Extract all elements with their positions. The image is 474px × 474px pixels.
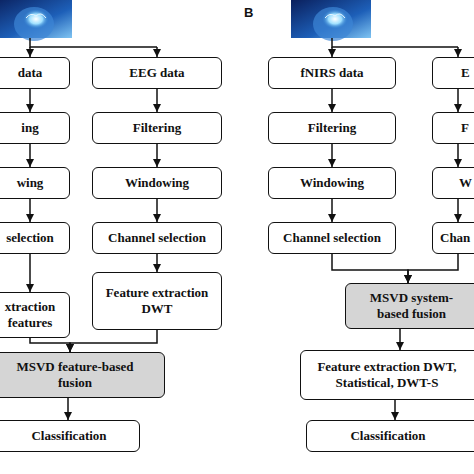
flow-arrow — [332, 254, 408, 283]
process-box: Classification — [306, 420, 474, 452]
process-box: xtraction features — [0, 292, 70, 338]
flow-arrow — [156, 254, 158, 272]
split-arrow — [156, 47, 158, 57]
box-label: ing — [21, 120, 38, 136]
flow-arrow — [331, 144, 333, 167]
box-label: Filtering — [133, 120, 181, 136]
process-box: Chan — [432, 222, 474, 254]
flow-arrow — [29, 199, 31, 222]
box-label: xtraction features — [0, 299, 65, 330]
split-line — [30, 38, 157, 47]
process-box: Classification — [0, 420, 140, 452]
process-box: Windowing — [92, 167, 222, 199]
head-silhouette — [313, 7, 353, 41]
box-label: Windowing — [125, 175, 189, 191]
box-label: wing — [17, 175, 44, 191]
process-box: Channel selection — [268, 222, 396, 254]
box-label: Channel selection — [108, 230, 206, 246]
box-label: Feature extraction DWT, Statistical, DWT… — [305, 359, 469, 390]
picture-background — [291, 0, 371, 38]
process-box: Windowing — [268, 167, 396, 199]
box-label: fNIRS data — [300, 65, 363, 81]
box-label: Classification — [31, 428, 106, 444]
flow-arrow — [29, 254, 31, 292]
box-label: data — [18, 65, 43, 81]
brain-glow — [322, 9, 348, 29]
flow-arrow — [394, 400, 396, 420]
box-label: Classification — [350, 428, 425, 444]
flow-arrow — [156, 144, 158, 167]
flow-arrow — [156, 89, 158, 112]
box-label: MSVD feature-based fusion — [6, 359, 144, 390]
process-box: F — [432, 112, 474, 144]
brain-picture — [0, 0, 72, 41]
split-line — [332, 38, 458, 47]
process-box: Filtering — [92, 112, 222, 144]
flow-arrow — [70, 330, 157, 352]
flow-arrow — [67, 398, 69, 420]
box-label: W — [459, 175, 472, 191]
box-label: F — [461, 120, 469, 136]
fusion-box: MSVD feature-based fusion — [0, 352, 165, 398]
flow-arrow — [29, 89, 31, 112]
flow-arrow — [30, 338, 70, 352]
process-box: fNIRS data — [268, 57, 396, 89]
box-label: Channel selection — [283, 230, 381, 246]
process-box: ing — [0, 112, 70, 144]
split-arrow — [457, 47, 459, 57]
process-box: EEG data — [92, 57, 222, 89]
flow-arrow — [331, 199, 333, 222]
process-box: Feature extraction DWT — [92, 272, 222, 330]
box-label: E — [461, 65, 470, 81]
process-box: Feature extraction DWT, Statistical, DWT… — [300, 350, 474, 400]
split-arrow — [331, 47, 333, 57]
process-box: Filtering — [268, 112, 396, 144]
flow-arrow — [457, 89, 459, 112]
box-label: Feature extraction DWT — [97, 285, 217, 316]
flow-arrow — [29, 144, 31, 167]
brain-picture — [291, 0, 371, 41]
flow-arrow — [156, 199, 158, 222]
panel-letter: B — [244, 5, 253, 20]
flow-arrow — [457, 199, 459, 222]
process-box: Channel selection — [92, 222, 222, 254]
process-box: wing — [0, 167, 70, 199]
flow-arrow — [331, 89, 333, 112]
fusion-box: MSVD system-based fusion — [345, 283, 474, 329]
brain-glow — [23, 9, 49, 29]
picture-background — [0, 0, 72, 38]
process-box: W — [432, 167, 474, 199]
process-box: data — [0, 57, 70, 89]
process-box: selection — [0, 222, 70, 254]
flow-arrow — [457, 144, 459, 167]
brain-fold — [325, 14, 345, 18]
flow-arrow — [399, 329, 401, 350]
split-arrow — [29, 47, 31, 57]
head-silhouette — [14, 7, 54, 41]
box-label: Chan — [440, 230, 470, 246]
box-label: Windowing — [300, 175, 364, 191]
box-label: EEG data — [129, 65, 184, 81]
box-label: Filtering — [308, 120, 356, 136]
flow-arrow — [408, 254, 458, 283]
box-label: selection — [6, 230, 54, 246]
brain-fold — [26, 14, 46, 18]
process-box: E — [432, 57, 474, 89]
box-label: MSVD system-based fusion — [354, 290, 469, 321]
